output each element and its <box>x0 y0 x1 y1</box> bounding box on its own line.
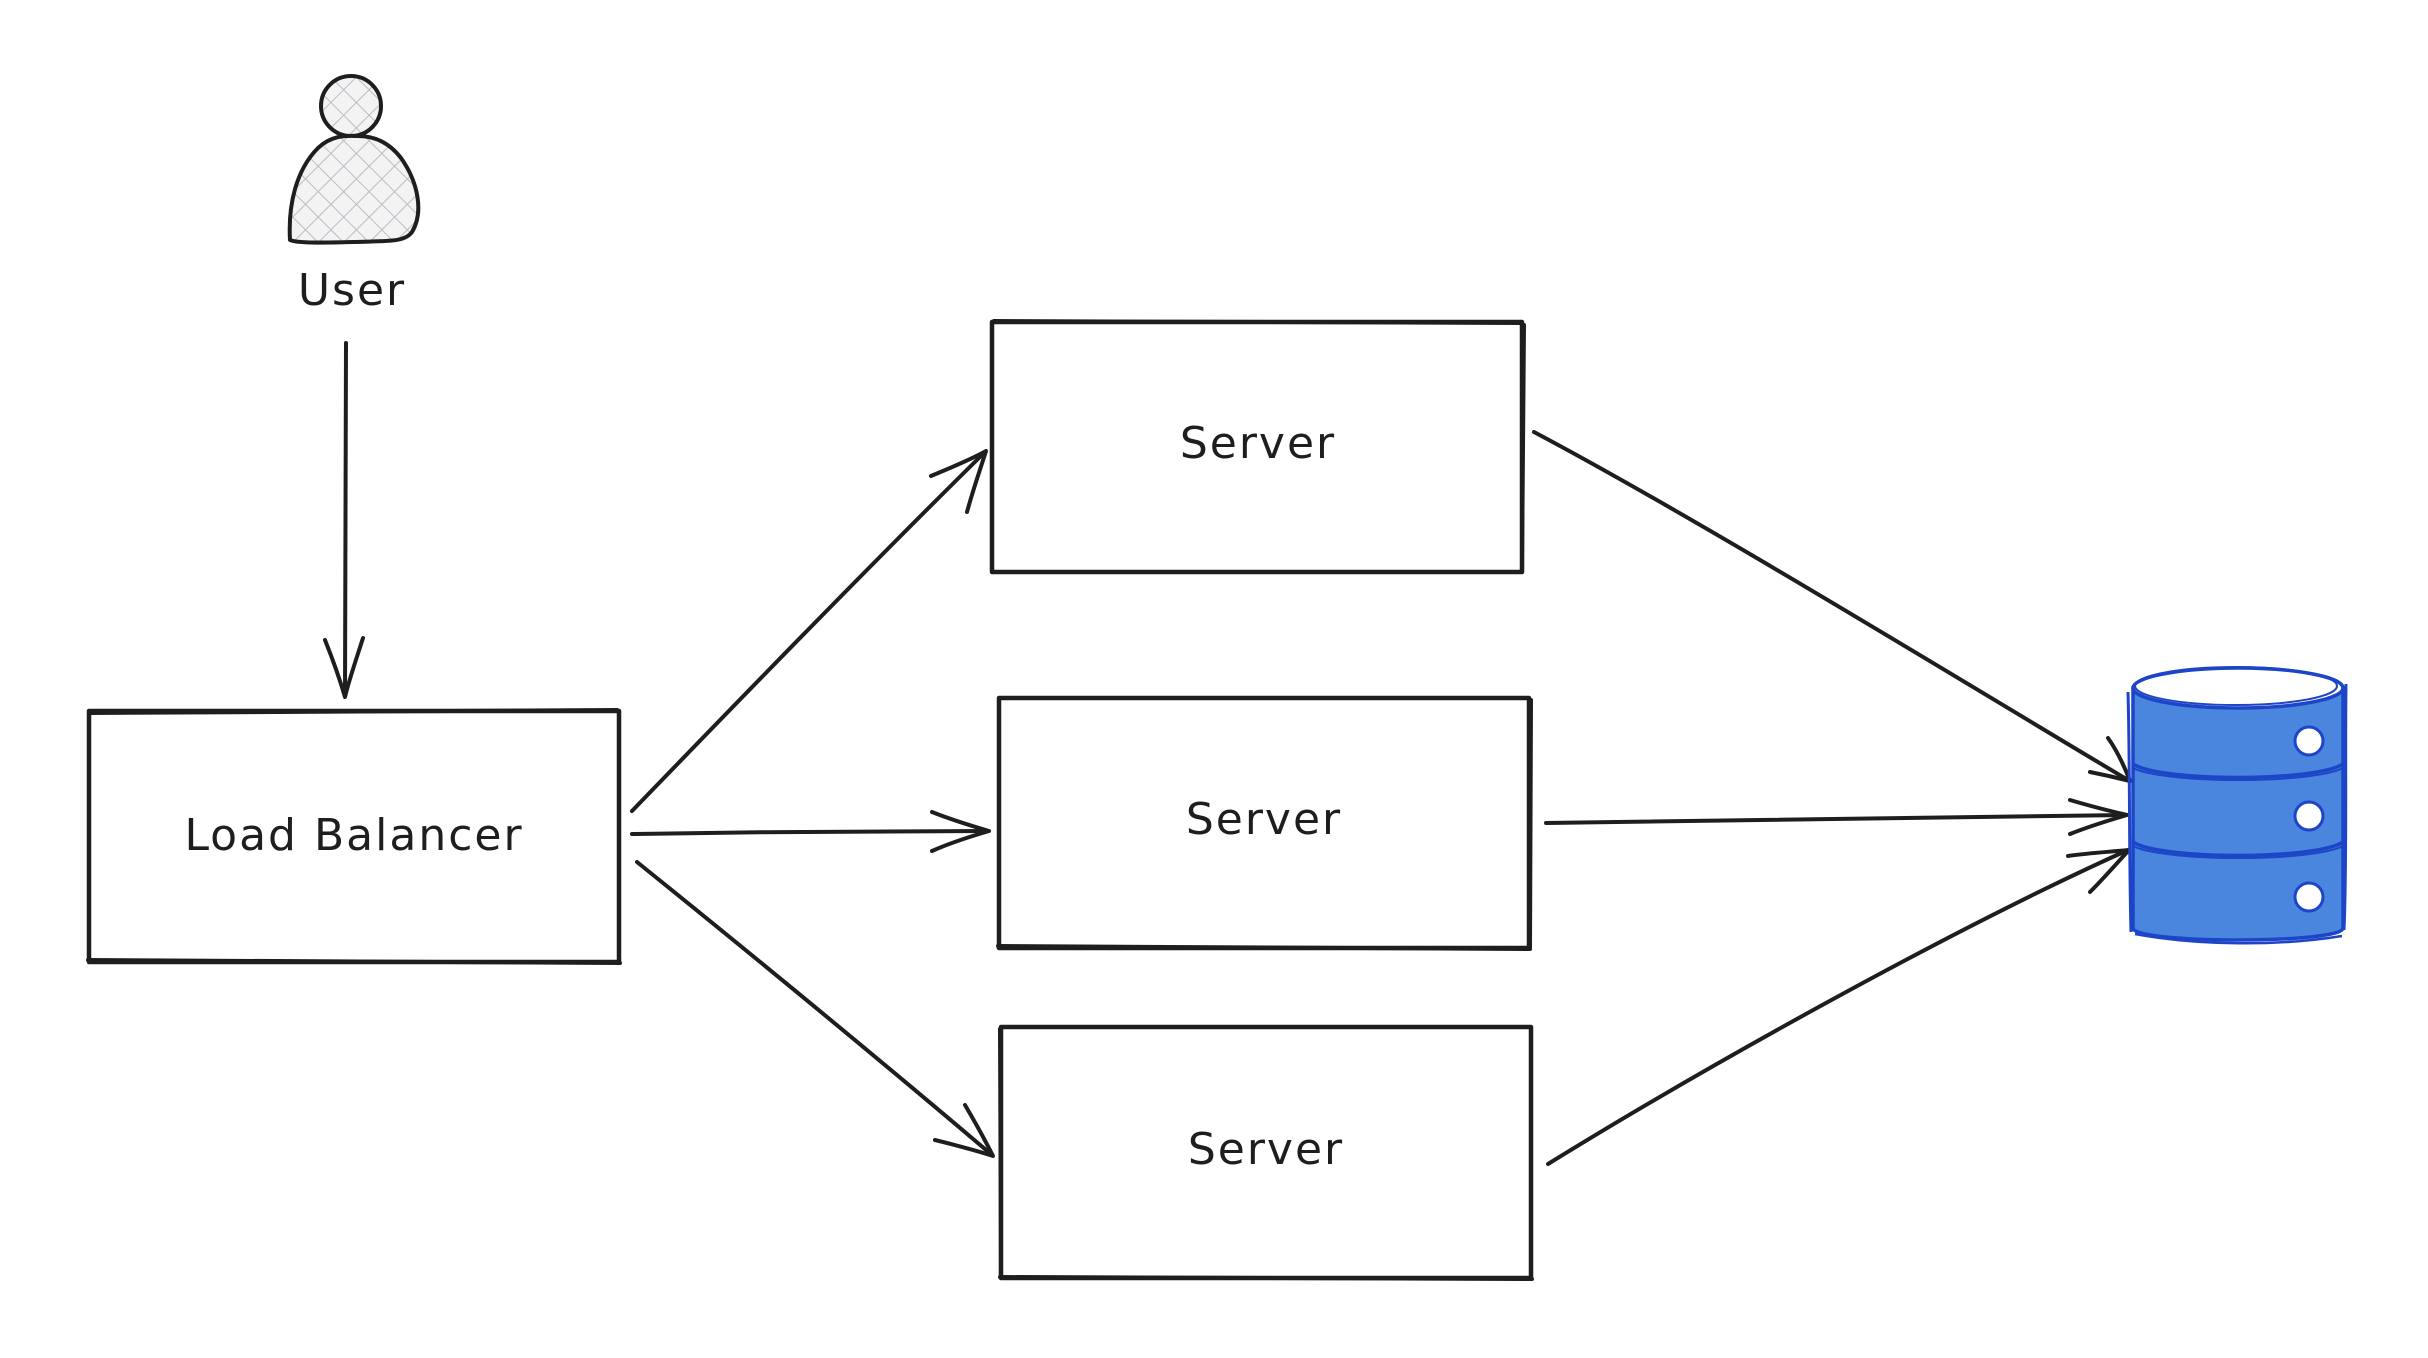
server-label: Server <box>1186 794 1342 845</box>
edge-server-3-to-database <box>1546 848 2131 1166</box>
server-box <box>996 695 1532 951</box>
user-label: User <box>298 265 406 316</box>
edge-server-2-to-database <box>1544 798 2129 836</box>
server-label: Server <box>1188 1124 1344 1175</box>
server-box <box>989 319 1525 575</box>
database-icon <box>2126 666 2348 945</box>
edge-lb-to-server-2 <box>630 810 991 853</box>
edge-lb-to-server-1 <box>630 449 988 813</box>
server-node-1[interactable]: Server <box>989 319 1526 575</box>
server-node-2[interactable]: Server <box>996 695 1533 951</box>
load-balancer-box <box>86 708 622 965</box>
person-icon <box>287 74 421 245</box>
load-balancer-label: Load Balancer <box>184 810 523 861</box>
server-label: Server <box>1180 418 1336 469</box>
edge-server-1-to-database <box>1532 430 2132 783</box>
database-node[interactable] <box>2126 666 2348 945</box>
server-box <box>998 1024 1534 1281</box>
edge-user-to-load-balancer <box>323 341 365 699</box>
server-node-3[interactable]: Server <box>998 1024 1534 1281</box>
user-node[interactable]: User <box>287 74 421 316</box>
load-balancer-node[interactable]: Load Balancer <box>86 708 622 965</box>
edge-lb-to-server-3 <box>635 860 995 1158</box>
